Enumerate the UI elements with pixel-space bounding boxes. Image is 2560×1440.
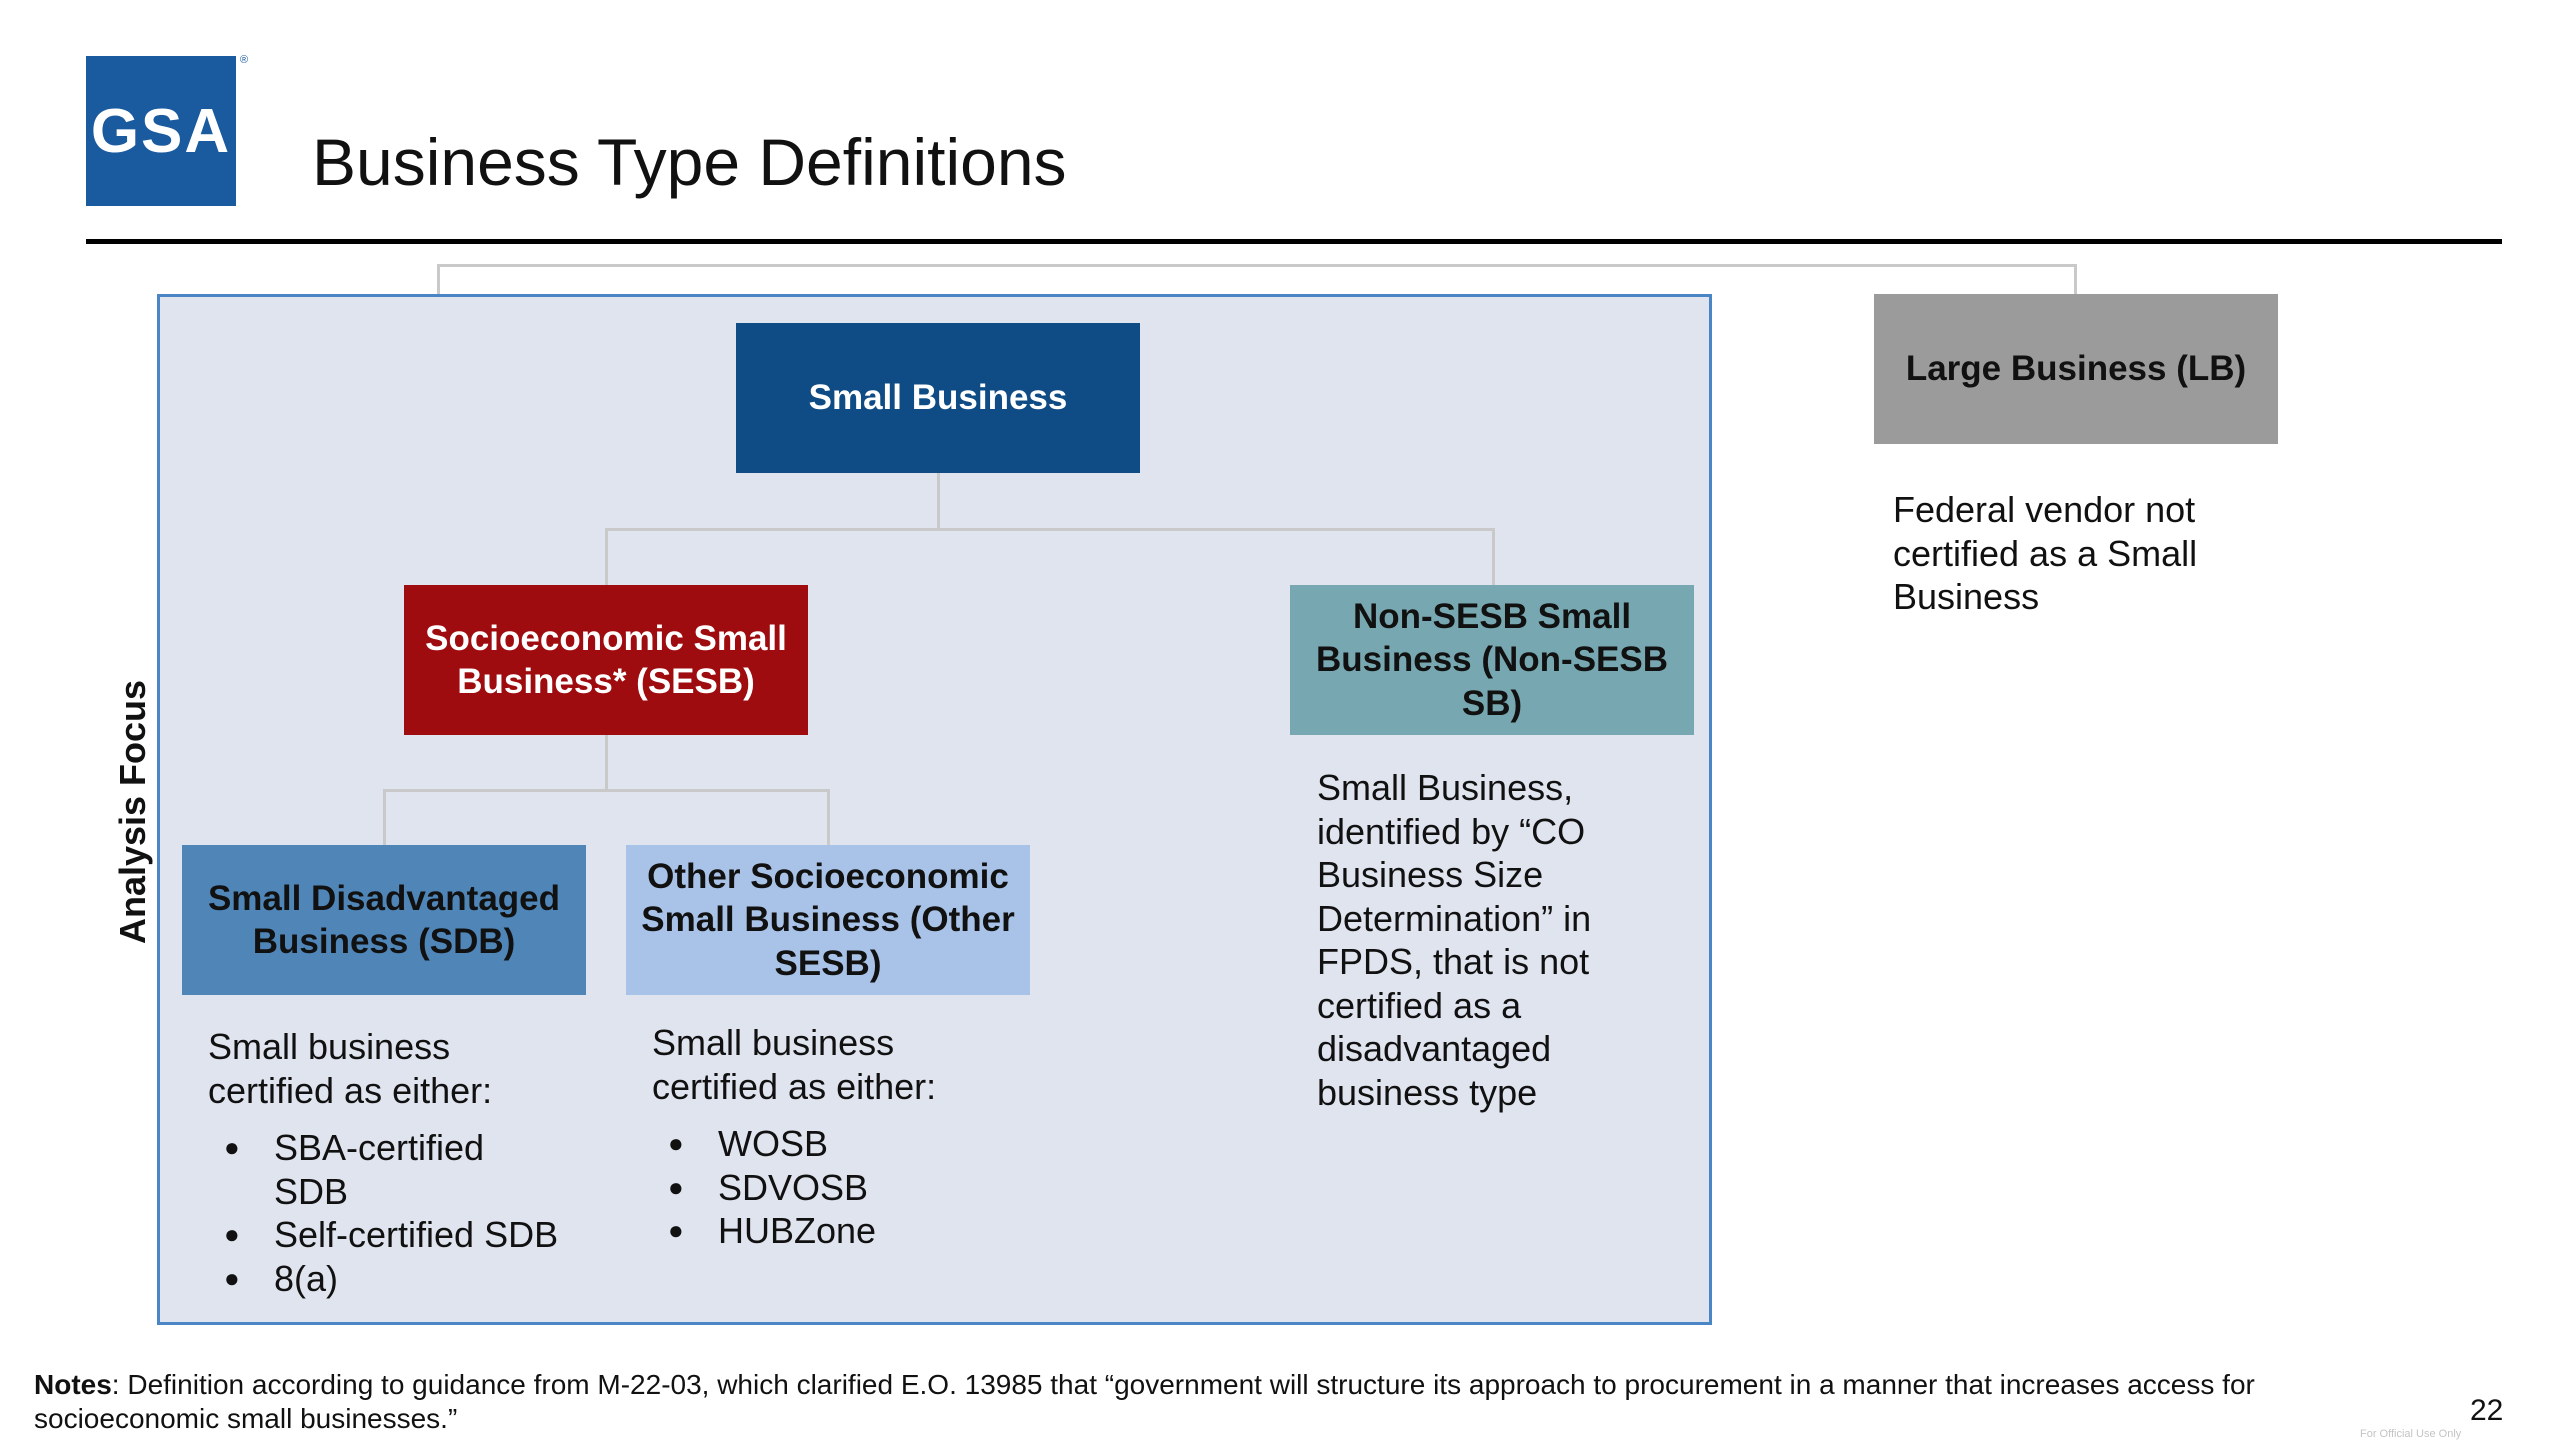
connector-other-drop — [827, 789, 830, 845]
sdb-certification-list: SBA-certified SDB Self-certified SDB 8(a… — [208, 1126, 568, 1300]
connector-sesb-down — [605, 735, 608, 791]
list-item: 8(a) — [208, 1257, 568, 1301]
connector-top-right-drop — [2074, 264, 2077, 295]
connector-top-left-drop — [437, 264, 440, 295]
page-number: 22 — [2470, 1394, 2504, 1427]
non-sesb-description: Small Business, identified by “CO Busine… — [1317, 767, 1592, 1113]
list-item: HUBZone — [652, 1209, 1012, 1253]
connector-sdb-drop — [383, 789, 386, 845]
list-item: WOSB — [652, 1122, 1012, 1166]
small-business-box: Small Business — [736, 323, 1140, 473]
connector-sesb-drop — [605, 528, 608, 585]
sdb-box: Small Disadvantaged Business (SDB) — [182, 845, 586, 995]
other-sesb-description: Small business certified as either: WOSB… — [652, 1021, 1012, 1253]
notes: Notes: Definition according to guidance … — [34, 1368, 2364, 1436]
registered-mark: ® — [240, 54, 249, 66]
sdb-description: Small business certified as either: SBA-… — [208, 1025, 568, 1300]
sesb-box: Socioeconomic Small Business* (SESB) — [404, 585, 808, 735]
notes-label: Notes — [34, 1369, 112, 1400]
list-item: SBA-certified SDB — [208, 1126, 568, 1213]
list-item: Self-certified SDB — [208, 1213, 568, 1257]
connector-sb-down — [937, 473, 940, 530]
connector-nonsesb-drop — [1492, 528, 1495, 585]
other-sesb-box: Other Socioeconomic Small Business (Othe… — [626, 845, 1030, 995]
list-item: SDVOSB — [652, 1166, 1012, 1210]
connector-sesb-horizontal — [383, 789, 830, 792]
other-sesb-certification-list: WOSB SDVOSB HUBZone — [652, 1122, 1012, 1253]
non-sesb-box: Non-SESB Small Business (Non-SESB SB) — [1290, 585, 1694, 735]
connector-sb-horizontal — [605, 528, 1495, 531]
analysis-focus-label: Analysis Focus — [112, 679, 153, 945]
large-business-description: Federal vendor not certified as a Small … — [1893, 489, 2198, 617]
sdb-description-intro: Small business certified as either: — [208, 1026, 493, 1111]
notes-text: : Definition according to guidance from … — [34, 1369, 2255, 1434]
title-divider — [86, 239, 2502, 244]
gsa-logo: GSA — [86, 56, 236, 206]
connector-top-horizontal — [437, 264, 2077, 267]
large-business-box: Large Business (LB) — [1874, 294, 2278, 444]
footer-classification-mark: For Official Use Only — [2360, 1428, 2462, 1440]
other-sesb-description-intro: Small business certified as either: — [652, 1022, 937, 1107]
page-title: Business Type Definitions — [312, 125, 1067, 199]
